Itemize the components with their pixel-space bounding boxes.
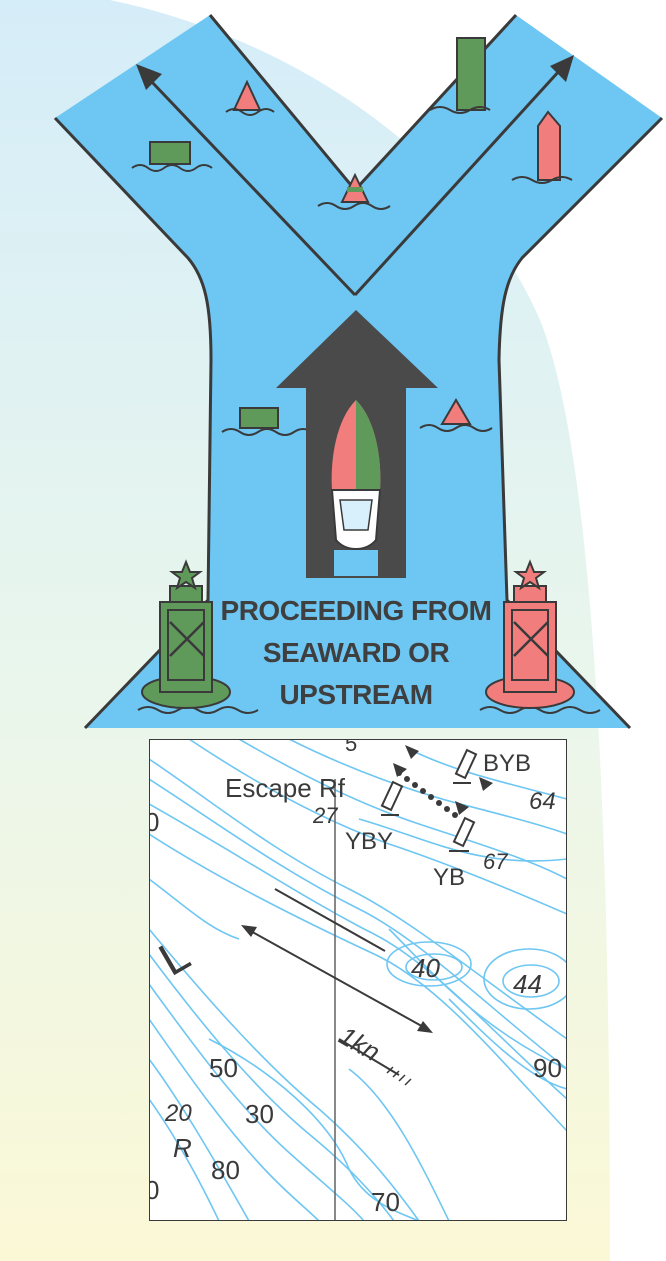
sounding-40: 40 (411, 953, 440, 983)
channel-diagram: PROCEEDING FROM SEAWARD OR UPSTREAM (0, 0, 666, 740)
sounding-27: 27 (312, 803, 338, 828)
nautical-chart: Escape Rf YBY BYB YB 1kn L R 27 64 67 40… (149, 739, 567, 1221)
diagram-label-line1: PROCEEDING FROM (221, 595, 492, 626)
chart-label-yby: YBY (345, 828, 393, 855)
chart-label-r: R (173, 1133, 192, 1163)
sounding-90: 90 (533, 1053, 562, 1083)
sounding-30: 30 (245, 1099, 274, 1129)
sounding-0-bottom: 0 (149, 1175, 159, 1205)
chart-label-escape-reef: Escape Rf (225, 773, 346, 803)
chart-label-yb: YB (433, 864, 465, 891)
sounding-0-top: 0 (149, 807, 159, 837)
diagram-label-line3: UPSTREAM (279, 679, 432, 710)
sounding-20: 20 (164, 1100, 192, 1127)
sounding-70: 70 (371, 1187, 400, 1217)
diagram-label-line2: SEAWARD OR (263, 637, 450, 668)
sounding-5-top: 5 (345, 739, 357, 756)
sounding-80: 80 (211, 1155, 240, 1185)
chart-label-byb: BYB (483, 750, 531, 777)
sounding-64: 64 (529, 788, 556, 815)
sounding-44: 44 (513, 969, 542, 999)
sounding-67: 67 (483, 849, 508, 874)
sounding-50: 50 (209, 1053, 238, 1083)
